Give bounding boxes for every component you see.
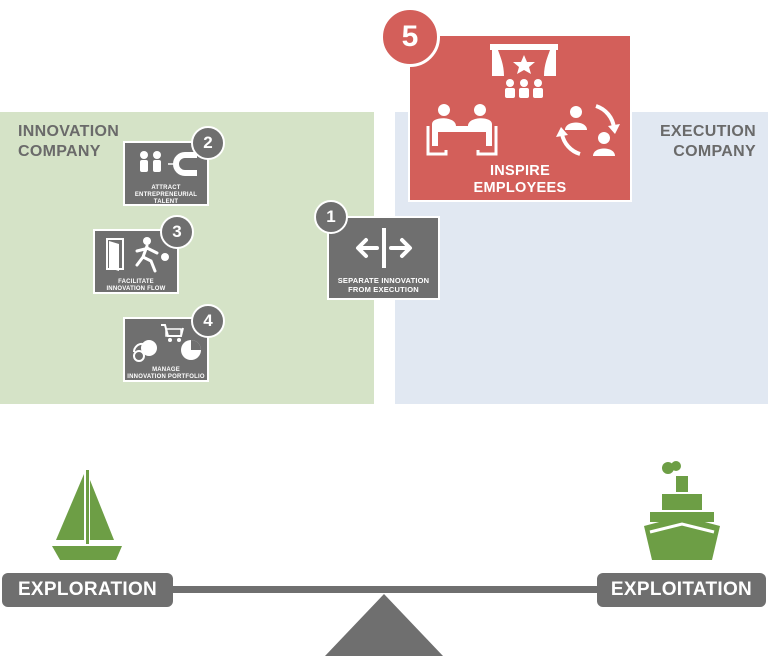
step-2-label-line3: TALENT: [153, 199, 179, 205]
step-3-number: 3: [172, 222, 182, 241]
exploitation-label: EXPLOITATION: [597, 573, 766, 607]
innovation-title-line1: INNOVATION: [18, 123, 120, 140]
fulcrum-triangle: [325, 594, 443, 656]
magnet-icon: [140, 151, 197, 176]
step-1-label-line1: SEPARATE INNOVATION: [337, 276, 430, 285]
execution-company-title: EXECUTION COMPANY: [660, 122, 756, 162]
step-card-facilitate-flow: FACILITATE INNOVATION FLOW: [93, 229, 179, 294]
step-card-separate-innovation: SEPARATE INNOVATION FROM EXECUTION: [327, 216, 440, 300]
step-3-badge: 3: [160, 215, 194, 249]
door-runner-icon: [106, 237, 169, 273]
step-2-badge: 2: [191, 126, 225, 160]
step-5-number: 5: [401, 20, 419, 53]
step-1-number: 1: [326, 207, 336, 226]
seesaw-beam: [160, 586, 610, 593]
exploitation-text: EXPLOITATION: [610, 579, 753, 600]
split-arrows-icon: [356, 228, 412, 268]
step-2-label-line2: ENTREPRENEURIAL: [134, 192, 198, 198]
step-4-badge: 4: [191, 304, 225, 338]
step-2-number: 2: [203, 133, 213, 152]
step-card-inspire-employees: INSPIRE EMPLOYEES: [408, 34, 632, 202]
step-3-label-line2: INNOVATION FLOW: [106, 286, 166, 292]
step-1-label-line2: FROM EXECUTION: [348, 285, 419, 294]
step-5-badge: 5: [380, 7, 440, 67]
execution-title-line2: COMPANY: [673, 143, 756, 160]
innovation-title-line2: COMPANY: [18, 143, 101, 160]
portfolio-icon: [132, 324, 201, 362]
step-5-label-line2: EMPLOYEES: [473, 180, 567, 196]
step-3-label-line1: FACILITATE: [118, 279, 154, 285]
step-2-label-line1: ATTRACT: [151, 185, 181, 191]
ship-icon: [644, 461, 720, 560]
execution-title-line1: EXECUTION: [659, 123, 756, 140]
sailboat-icon: [52, 470, 122, 560]
step-1-badge: 1: [314, 200, 348, 234]
theater-meeting-icon: [426, 44, 620, 156]
step-4-label-line2: INNOVATION PORTFOLIO: [127, 374, 205, 380]
exploration-text: EXPLORATION: [17, 579, 158, 600]
exploration-label: EXPLORATION: [2, 573, 173, 607]
step-5-label-line1: INSPIRE: [489, 163, 551, 179]
step-card-attract-talent: ATTRACT ENTREPRENEURIAL TALENT: [123, 141, 209, 206]
step-4-number: 4: [203, 311, 213, 330]
step-4-label-line1: MANAGE: [152, 367, 180, 373]
innovation-company-title: INNOVATION COMPANY: [18, 122, 119, 162]
